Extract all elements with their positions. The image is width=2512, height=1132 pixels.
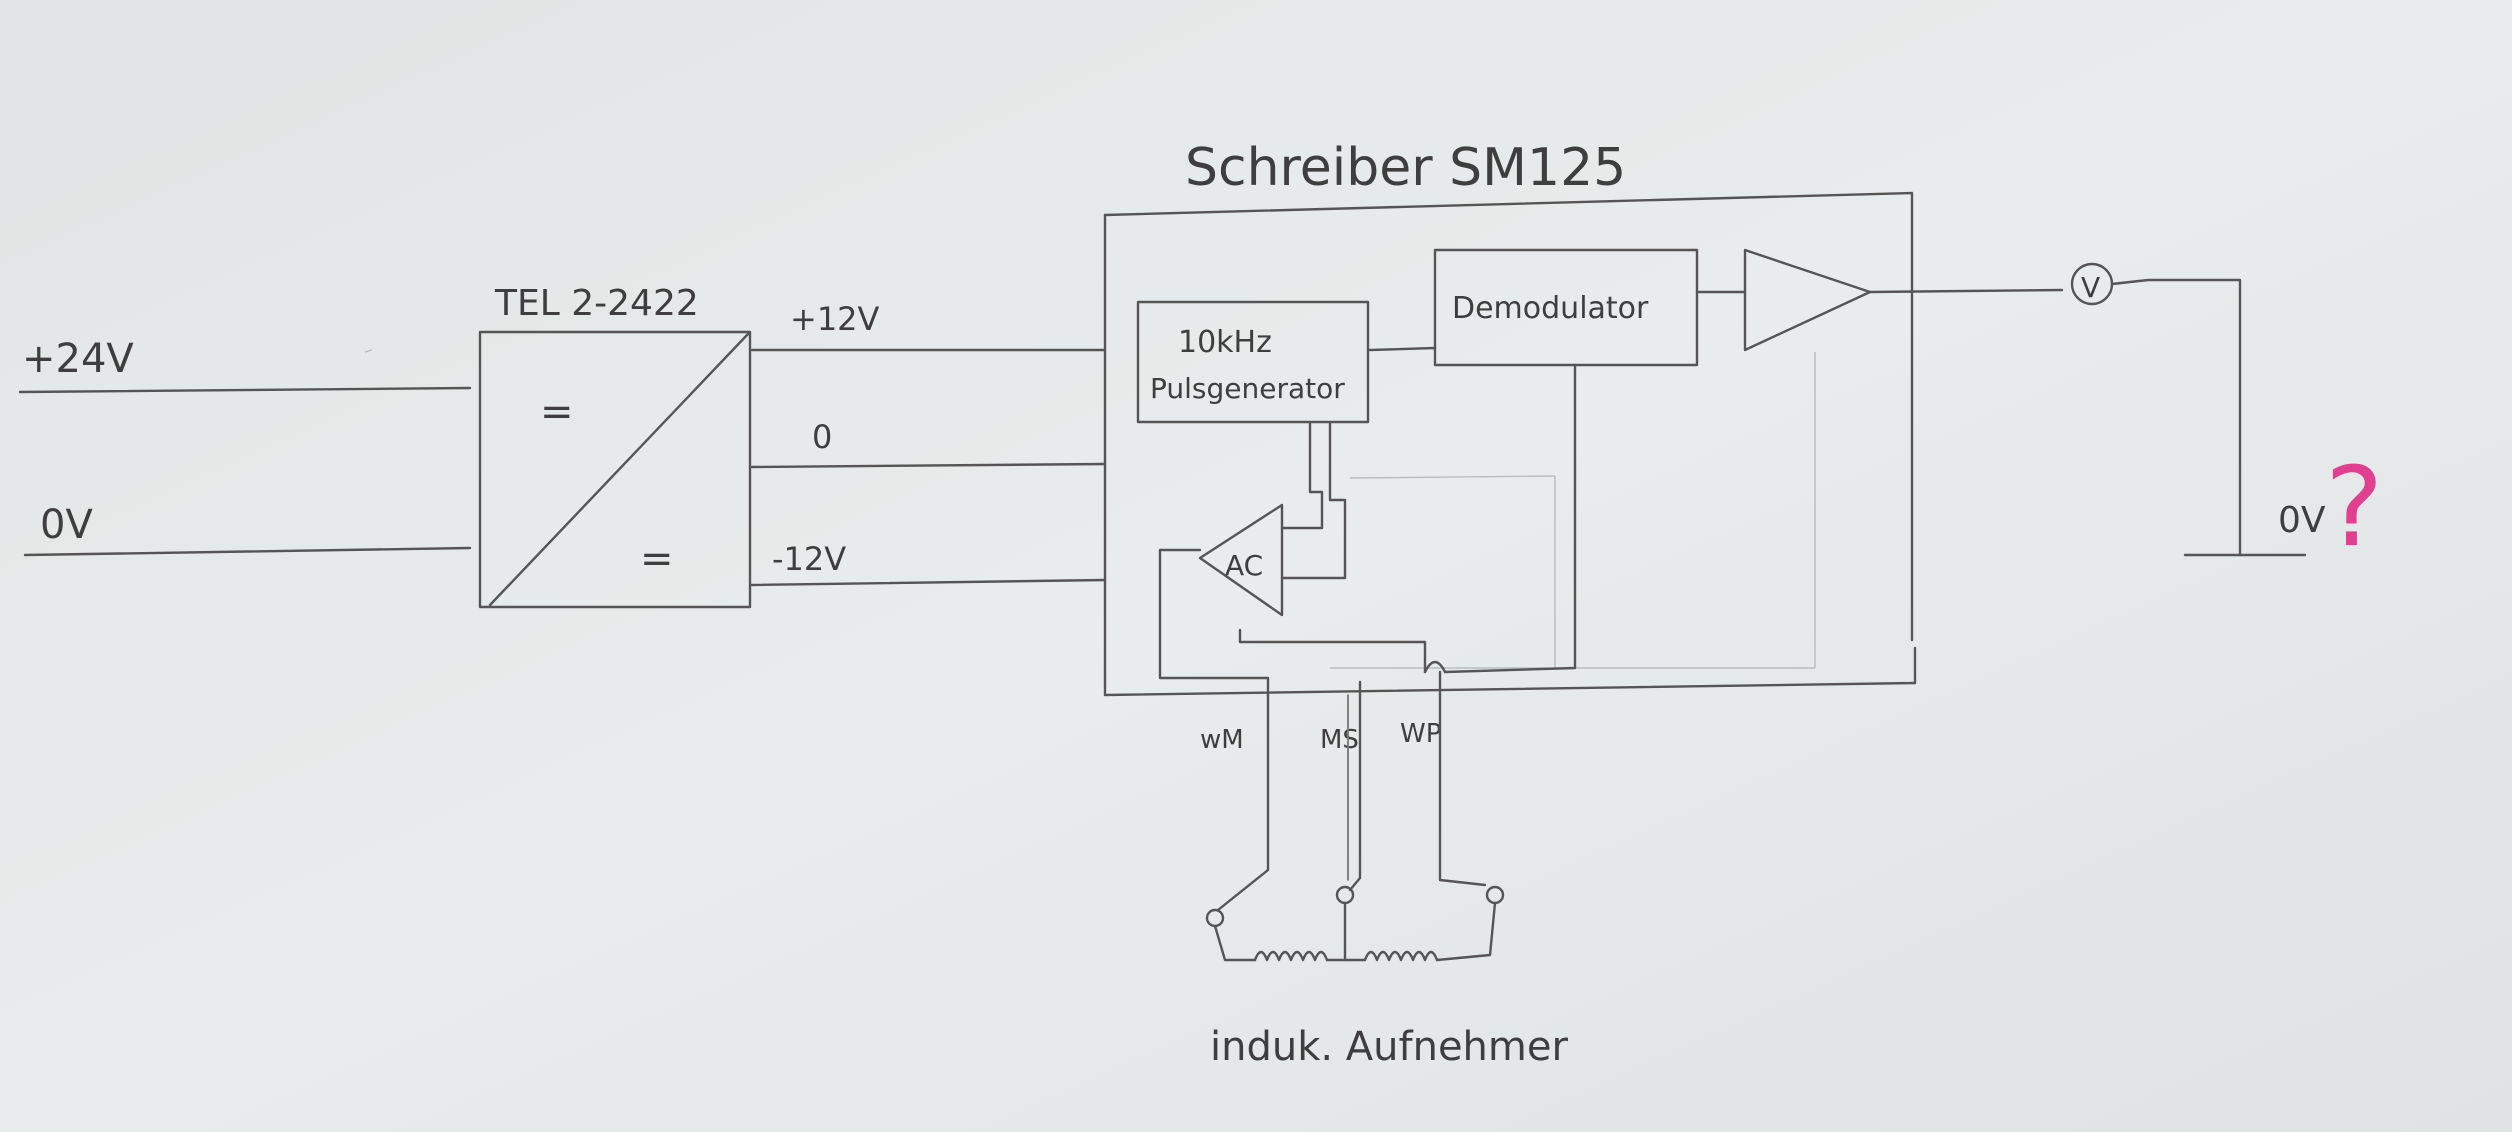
rail-plus-12v-label: +12V xyxy=(790,300,880,338)
ac-amplifier: AC xyxy=(1158,421,1577,697)
inductive-sensor: induk. Aufnehmer xyxy=(1205,885,1568,1070)
input-lines: +24V 0V xyxy=(18,336,472,557)
pin-labels: wM MS WP xyxy=(1200,719,1441,755)
pulse-generator-block: 10kHz Pulsgenerator xyxy=(1136,300,1437,424)
ac-amplifier-label: AC xyxy=(1225,549,1263,582)
output-amplifier xyxy=(1743,248,2064,352)
ground-0v-label: 0V xyxy=(2278,500,2326,541)
sensor-leads xyxy=(1216,670,1487,912)
supply-rails: +12V 0 -12V xyxy=(750,300,1107,587)
demodulator-label: Demodulator xyxy=(1452,291,1649,326)
input-0v-label: 0V xyxy=(40,502,93,548)
power-supply-block: TEL 2-2422 = = xyxy=(478,283,752,609)
pin-wp-label: WP xyxy=(1400,719,1441,749)
pin-wm-label: wM xyxy=(1200,725,1244,755)
demodulator-block: Demodulator xyxy=(1433,248,1747,670)
pin-ms-label: MS xyxy=(1320,725,1359,755)
sensor-label: induk. Aufnehmer xyxy=(1210,1024,1568,1070)
device-enclosure: Schreiber SM125 xyxy=(1103,138,1917,697)
input-plus-24v-label: +24V xyxy=(22,336,134,382)
device-title: Schreiber SM125 xyxy=(1185,138,1626,198)
rail-zero-label: 0 xyxy=(812,418,832,456)
sensor-coil-left xyxy=(1253,950,1329,962)
power-supply-model-label: TEL 2-2422 xyxy=(494,283,699,324)
rail-minus-12v-label: -12V xyxy=(772,540,846,578)
question-mark: ? xyxy=(2325,443,2383,571)
voltmeter-output: V 0V ? xyxy=(2070,262,2383,571)
pulse-generator-label: Pulsgenerator xyxy=(1150,372,1345,405)
power-supply-output-symbol: = xyxy=(640,536,674,582)
sensor-coil-right xyxy=(1363,950,1439,962)
power-supply-input-symbol: = xyxy=(540,389,574,435)
pulse-generator-frequency: 10kHz xyxy=(1178,325,1272,360)
voltmeter-symbol: V xyxy=(2081,271,2100,304)
